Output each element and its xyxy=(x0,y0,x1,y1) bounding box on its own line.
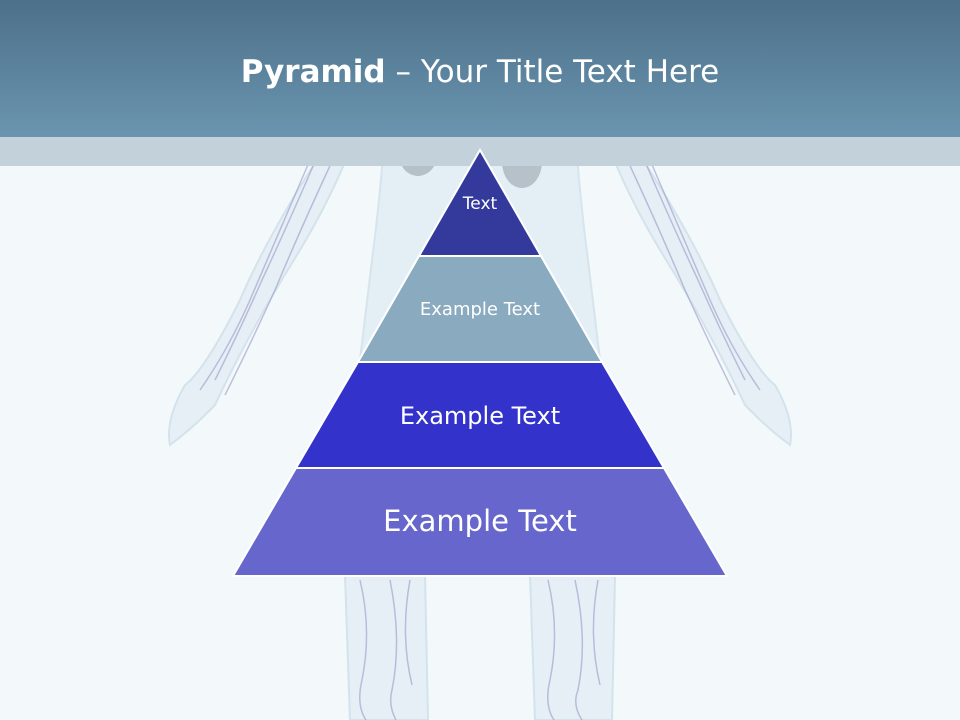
pyramid-level-1-label: Text xyxy=(462,194,498,214)
title-bar xyxy=(0,0,960,137)
title-rest: – Your Title Text Here xyxy=(385,54,720,90)
title-bold: Pyramid xyxy=(240,54,386,90)
pyramid-level-2-label: Example Text xyxy=(420,299,540,320)
slide-title: Pyramid – Your Title Text Here xyxy=(0,52,960,92)
pyramid-level-3-label: Example Text xyxy=(400,402,560,430)
pyramid-level-4 xyxy=(231,467,729,577)
pyramid-level-4-label: Example Text xyxy=(383,504,577,538)
